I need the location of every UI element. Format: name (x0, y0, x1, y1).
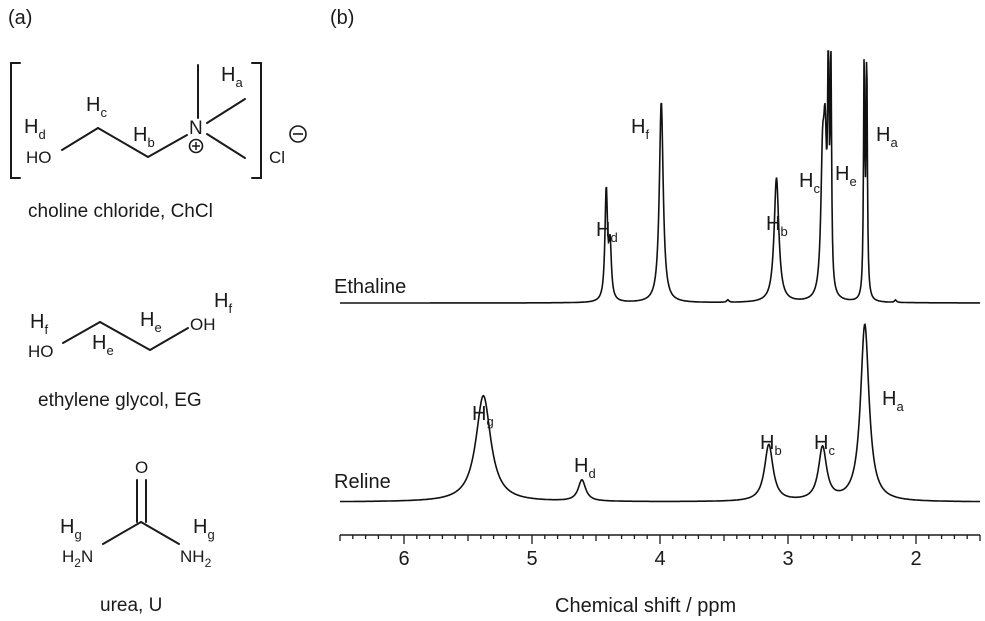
h-label-a: Ha (221, 64, 243, 90)
h-label-g: Hg (60, 516, 82, 542)
choline-chloride-structure: HO N Cl Hd Hc Hb Ha choline chloride, Ch… (10, 62, 307, 222)
atom-cl: Cl (269, 148, 285, 167)
h-label-d: Hd (24, 116, 46, 142)
spectrum-ethaline (340, 50, 980, 304)
bond (61, 127, 99, 151)
peak-label-hb: Hb (760, 432, 782, 458)
peak-label-ha: Ha (882, 388, 904, 414)
bond (97, 127, 149, 158)
bond (99, 321, 151, 351)
bond (102, 521, 142, 545)
ethylene-glycol-structure: HO OH Hf He He Hf ethylene glycol, EG (28, 290, 232, 411)
peak-label-hd: Hd (574, 455, 596, 481)
series-label-ethaline: Ethaline (334, 276, 406, 298)
h-label-f: Hf (30, 311, 48, 337)
panel-a-label: (a) (8, 7, 32, 29)
bracket-left (10, 62, 21, 179)
atom-nh2-left: H2N (62, 547, 93, 570)
peak-label-ha: Ha (876, 124, 898, 150)
peak-label-hd: Hd (596, 219, 618, 245)
molecule-name-urea: urea, U (100, 595, 162, 616)
x-tick-label: 2 (910, 548, 921, 570)
peak-label-hf: Hf (631, 116, 649, 142)
bond (140, 521, 180, 545)
bracket-right (251, 62, 262, 179)
bond (62, 321, 101, 344)
peak-label-he: He (835, 163, 857, 189)
peak-label-hg: Hg (472, 403, 494, 429)
h-label-g: Hg (193, 516, 215, 542)
atom-o: O (135, 458, 148, 477)
x-tick-label: 5 (526, 548, 537, 570)
molecule-name-eg: ethylene glycol, EG (38, 390, 202, 411)
spectra (340, 50, 980, 503)
h-label-e: He (92, 332, 114, 358)
h-label-b: Hb (133, 124, 155, 150)
x-tick-label: 3 (782, 548, 793, 570)
x-tick-label: 4 (654, 548, 665, 570)
h-label-c: Hc (86, 94, 107, 120)
atom-nh2-right: NH2 (180, 547, 212, 570)
molecule-name-choline: choline chloride, ChCl (28, 201, 213, 222)
peak-label-hc: Hc (814, 432, 835, 458)
minus-charge-icon (289, 125, 307, 143)
spectrum-reline (340, 323, 980, 503)
atom-oh: OH (190, 315, 216, 334)
atom-ho: HO (26, 148, 52, 167)
atom-ho: HO (28, 342, 54, 361)
bond (149, 327, 189, 351)
plus-charge-icon (188, 138, 204, 154)
panel-b-label: (b) (330, 7, 354, 29)
bond (206, 133, 246, 159)
x-tick-label: 6 (398, 548, 409, 570)
atom-n: N (189, 118, 203, 139)
bond (147, 134, 188, 158)
h-label-f: Hf (214, 290, 232, 316)
peak-label-hb: Hb (766, 213, 788, 239)
peak-label-hc: Hc (799, 170, 820, 196)
series-label-reline: Reline (334, 471, 391, 493)
h-label-e: He (140, 309, 162, 335)
bond (206, 98, 246, 124)
urea-structure: O H2N NH2 Hg Hg urea, U (60, 458, 215, 616)
x-axis-title: Chemical shift / ppm (555, 595, 736, 617)
x-axis-ticks: 6 5 4 3 2 (339, 535, 981, 570)
